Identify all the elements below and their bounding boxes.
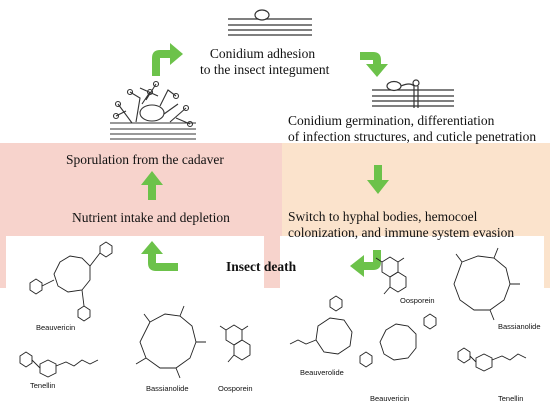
label-oosporein-left: Oosporein [218, 384, 253, 393]
label-beauverolide-right: Beauverolide [300, 368, 344, 377]
caption-adhesion: Conidium adhesion to the insect integume… [200, 46, 330, 77]
bassianolide-structure-right [453, 247, 520, 321]
label-tenellin-right: Tenellin [498, 394, 524, 403]
tenellin-structure-right [457, 347, 527, 372]
caption-hyphal: Switch to hyphal bodies, hemocoel coloni… [288, 209, 515, 240]
label-beauvericin-right: Beauvericin [370, 394, 410, 403]
caption-nutrient: Nutrient intake and depletion [72, 210, 230, 225]
caption-insect-death: Insect death [226, 259, 297, 274]
chemical-structures-right [289, 247, 527, 372]
left-metabolites-panel [6, 236, 264, 408]
arrow-nutrient-to-sporulation [141, 171, 163, 200]
label-beauvericin-left: Beauvericin [36, 323, 76, 332]
conidium-adhesion-illustration [228, 9, 312, 36]
label-tenellin-left: Tenellin [30, 381, 56, 390]
germination-illustration [372, 79, 454, 108]
label-bassianolide-right: Bassianolide [498, 322, 541, 331]
arrow-sporulation-to-adhesion [152, 43, 183, 76]
oosporein-structure-left [219, 324, 251, 363]
beauvericin-structure-right [359, 313, 437, 368]
caption-germination: Conidium germination, differentiation of… [288, 113, 537, 144]
arrow-adhesion-to-germination [360, 52, 388, 77]
tenellin-structure-left [19, 351, 99, 378]
label-oosporein-right: Oosporein [400, 296, 435, 305]
bassianolide-structure-left [135, 305, 206, 379]
arrow-hyphal-to-death [350, 250, 381, 277]
oosporein-structure-right [375, 256, 407, 295]
cycle-arrows [141, 43, 389, 277]
arrow-germination-to-hyphal [367, 165, 389, 194]
sporulation-illustration [110, 80, 196, 140]
arrow-death-to-nutrient [141, 241, 178, 271]
label-bassianolide-left: Bassianolide [146, 384, 189, 393]
beauverolide-structure-right [289, 295, 353, 355]
chemical-structures-left [19, 241, 251, 379]
caption-sporulation: Sporulation from the cadaver [66, 152, 224, 167]
beauvericin-structure-left [29, 241, 113, 322]
